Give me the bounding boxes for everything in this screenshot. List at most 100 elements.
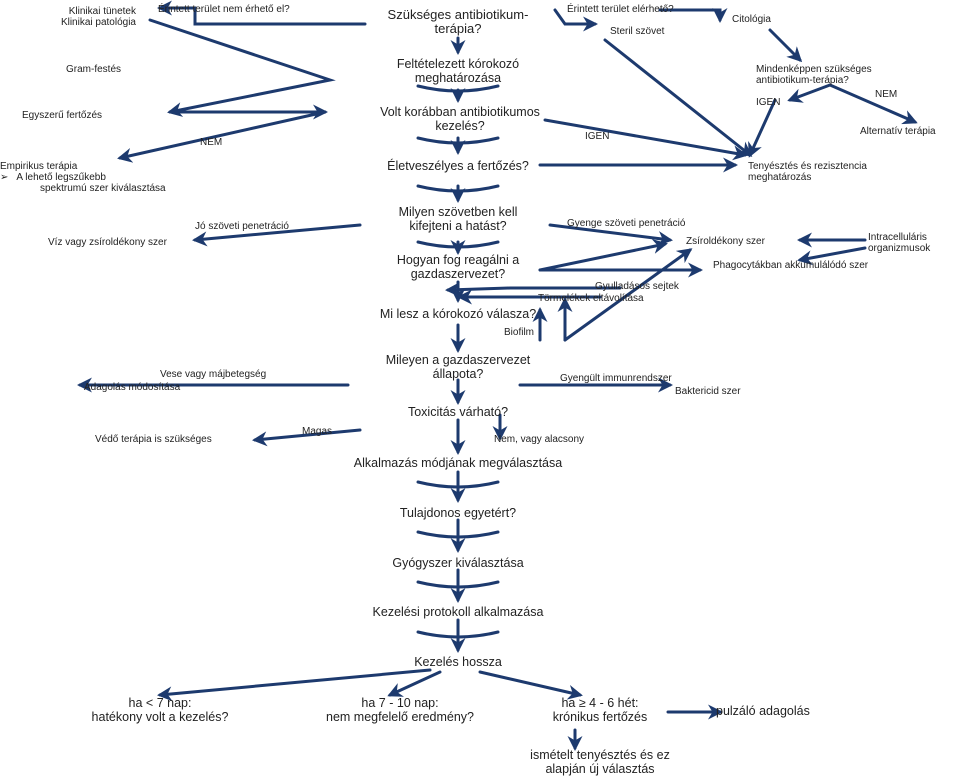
arrow-tissue-good	[192, 223, 362, 247]
empiric-line3: spektrumú szer kiválasztása	[40, 183, 166, 194]
biofilm: Biofilm	[504, 327, 535, 338]
lipid-soluble: Zsíroldékony szer	[686, 236, 765, 247]
pathogen-determination: Feltételezett kórokozó meghatározása	[348, 57, 568, 86]
q-antibiotic-line2: terápia?	[434, 21, 482, 37]
pathogen-line2: meghatározása	[414, 70, 502, 85]
pathogen-line1: Feltételezett kórokozó	[396, 57, 520, 71]
needed-line2: antibiotikum-terápia?	[756, 75, 849, 86]
pathogen-response: Mi lesz a kórokozó válasza?	[379, 307, 537, 321]
repeat-line2: alapján új választás	[545, 761, 655, 776]
arrow-antibiotic-left	[157, 0, 367, 26]
flow-separator-7	[416, 580, 500, 589]
gt4-6-line1: ha ≥ 4 - 6 hét:	[561, 696, 639, 710]
toxicity: Toxicitás várható?	[407, 405, 509, 419]
debris-removal: Törmelékek eltávolítása	[538, 293, 644, 304]
host-state-line2: állapota?	[432, 366, 484, 381]
lt7-line1: ha < 7 nap:	[128, 696, 192, 710]
arrow-left-zigzag	[148, 18, 336, 118]
q-antibiotic-line1: Szükséges antibiotikum-	[387, 7, 529, 22]
yes-mid-label: IGEN	[585, 131, 610, 142]
phagocyte-accumulating: Phagocytákban akkumulálódó szer	[713, 260, 869, 271]
life-threatening: Életveszélyes a fertőzés?	[387, 159, 529, 173]
duration: Kezelés hossza	[414, 655, 502, 669]
arrow-dur-1	[157, 668, 432, 702]
tissue-question: Milyen szövetben kell kifejteni a hatást…	[348, 205, 568, 234]
b7-10-line2: nem megfelelő eredmény?	[326, 709, 474, 724]
administration: Alkalmazás módjának megválasztása	[353, 456, 563, 470]
arrow-dur-2	[387, 670, 442, 697]
flow-separator-6	[416, 530, 500, 539]
clinical-signs: Klinikai tünetek Klinikai patológia	[50, 6, 136, 28]
kidney-liver: Vese vagy májbetegség	[160, 369, 267, 380]
arrow-reachable	[658, 8, 728, 23]
arrow-inflammatory	[445, 282, 622, 298]
duration-4-6-weeks: ha ≥ 4 - 6 hét: krónikus fertőzés	[525, 696, 675, 725]
arrow-intra-phago	[797, 246, 867, 266]
arrow-antibiotic-right	[553, 8, 598, 32]
host-state-line1: Mileyen a gazdaszervezet	[385, 353, 531, 367]
pulse-dosing: pulzáló adagolás	[716, 704, 810, 718]
yes-right-label: IGEN	[756, 97, 781, 108]
water-lipid-soluble: Víz vagy zsíroldékony szer	[48, 237, 167, 248]
culture-line2: meghatározás	[748, 172, 812, 183]
none-or-low: Nem, vagy alacsony	[494, 434, 585, 445]
intracellular: Intracelluláris organizmusok	[868, 232, 930, 254]
protocol: Kezelési protokoll alkalmazása	[372, 605, 544, 619]
q-antibiotic: Szükséges antibiotikum- terápia?	[358, 7, 558, 37]
repeat-culture: ismételt tenyésztés és ez alapján új vál…	[490, 748, 710, 777]
area-not-reachable: Érintett terület nem érhető el?	[158, 4, 290, 15]
prior-line1: Volt korábban antibiotikumos	[380, 105, 540, 119]
high-label: Magas	[302, 426, 333, 437]
arrow-needed-no	[828, 83, 918, 125]
gt4-6-line2: krónikus fertőzés	[552, 709, 648, 724]
no-right-label: NEM	[875, 89, 898, 100]
flow-separator-5	[416, 480, 500, 489]
protective-therapy: Védő terápia is szükséges	[95, 434, 212, 445]
arrow-needed-yes	[787, 83, 832, 103]
host-reaction: Hogyan fog reagálni a gazdaszervezet?	[348, 253, 568, 282]
repeat-line1: ismételt tenyésztés és ez	[530, 748, 670, 762]
culture-resistance: Tenyésztés és rezisztencia meghatározás	[748, 161, 867, 183]
sterile-tissue: Steril szövet	[610, 26, 665, 37]
tissue-line2: kifejteni a hatást?	[409, 218, 507, 233]
arrow-zero-to-empiric	[117, 110, 327, 163]
area-reachable: Érintett terület elérhető?	[567, 4, 674, 15]
lt7-line2: hatékony volt a kezelés?	[91, 709, 229, 724]
arrow-dur-3	[478, 670, 583, 700]
bullet-icon: ➢	[0, 172, 9, 183]
arrow-tissue-poor	[548, 223, 673, 246]
cytology: Citológia	[732, 14, 771, 25]
host-reaction-line2: gazdaszervezet?	[410, 266, 506, 281]
clinical-line2: Klinikai patológia	[60, 17, 136, 28]
empiric-therapy: Empirikus terápia ➢ A lehető legszűkebb …	[0, 161, 166, 194]
duration-less-7: ha < 7 nap: hatékony volt a kezelés?	[55, 696, 265, 725]
prior-treatment: Volt korábban antibiotikumos kezelés?	[330, 105, 590, 134]
weakened-immune: Gyengült immunrendszer	[560, 373, 672, 384]
empiric-bullet-row: ➢ A lehető legszűkebb	[0, 172, 166, 183]
definitely-needed: Mindenképpen szükséges antibiotikum-terá…	[756, 64, 872, 86]
empiric-line1: Empirikus terápia	[0, 161, 78, 172]
flow-separator-8	[416, 630, 500, 639]
needed-line1: Mindenképpen szükséges	[756, 64, 872, 75]
dose-modification: Adagolás módosítása	[84, 382, 181, 393]
host-reaction-line1: Hogyan fog reagálni a	[396, 253, 520, 267]
arrow-sterile-culture	[603, 38, 753, 157]
good-penetration: Jó szöveti penetráció	[195, 221, 289, 232]
tissue-line1: Milyen szövetben kell	[398, 205, 518, 219]
arrow-yes-culture	[748, 98, 777, 158]
duration-7-10: ha 7 - 10 nap: nem megfelelő eredmény?	[290, 696, 510, 725]
simple-infection: Egyszerű fertőzés	[22, 110, 103, 121]
arrow-cytology-needed	[768, 28, 803, 63]
host-state: Mileyen a gazdaszervezet állapota?	[338, 353, 578, 382]
intracellular-line1: Intracelluláris	[868, 232, 927, 243]
b7-10-line1: ha 7 - 10 nap:	[361, 696, 439, 710]
no-left-label: NEM	[200, 137, 223, 148]
poor-penetration: Gyenge szöveti penetráció	[567, 218, 686, 229]
alternative-therapy: Alternatív terápia	[860, 126, 936, 137]
arrow-response-lipid	[563, 248, 693, 342]
inflammatory-cells: Gyulladásos sejtek	[595, 281, 679, 292]
arrow-tox-left	[252, 428, 362, 447]
arrow-host-lipid	[538, 239, 668, 272]
